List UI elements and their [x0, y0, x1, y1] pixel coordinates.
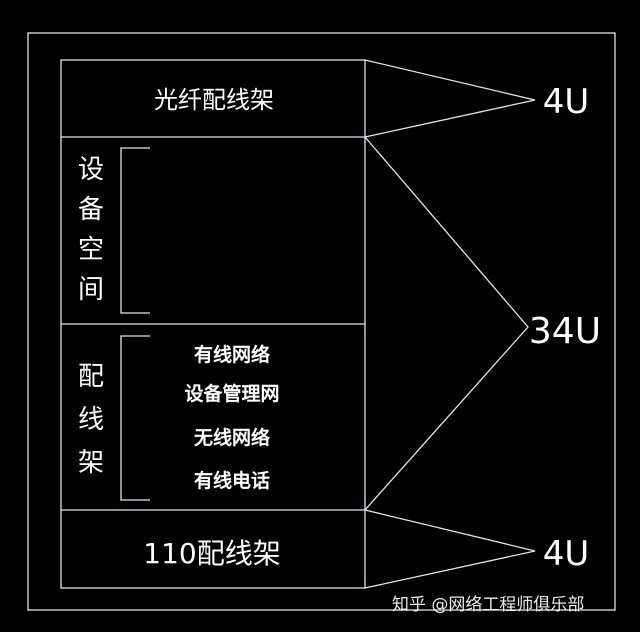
- patch-panel-char: 线: [78, 405, 104, 435]
- patch-panel-char: 配: [78, 362, 104, 392]
- outer-frame: [27, 32, 616, 611]
- fiber-panel-label: 光纤配线架: [154, 86, 274, 114]
- unit-label-bottom: 4U: [543, 534, 590, 574]
- bracket-equipment-space: [120, 147, 150, 314]
- dimension-bottom: [364, 509, 536, 589]
- patch-panel-char: 架: [78, 448, 104, 478]
- bracket-patch-panel: [120, 335, 150, 501]
- patch-item: 无线网络: [194, 426, 270, 449]
- watermark: 知乎 @网络工程师俱乐部: [392, 595, 585, 615]
- patch-item: 设备管理网: [184, 382, 279, 405]
- equipment-space-char: 间: [78, 275, 104, 305]
- unit-label-top: 4U: [543, 82, 590, 122]
- equipment-space-char: 设: [78, 155, 104, 185]
- panel-110-label: 110配线架: [143, 537, 280, 570]
- dimension-middle: [364, 136, 529, 511]
- patch-item: 有线网络: [194, 343, 270, 366]
- unit-label-middle: 34U: [529, 311, 601, 352]
- equipment-space-char: 空: [78, 235, 104, 265]
- equipment-space-char: 备: [78, 195, 104, 225]
- patch-item: 有线电话: [194, 469, 270, 492]
- dimension-top: [364, 59, 536, 138]
